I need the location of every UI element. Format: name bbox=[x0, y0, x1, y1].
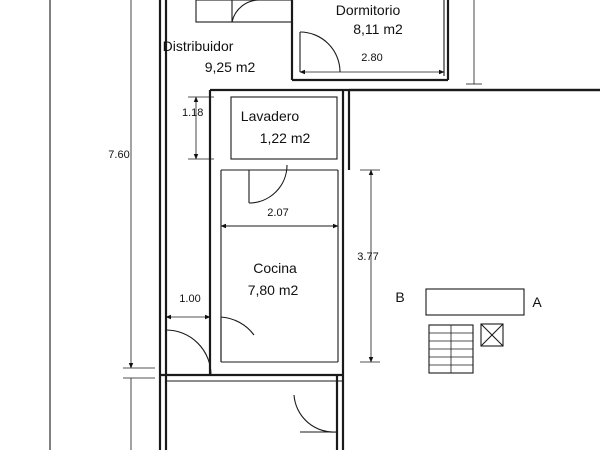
chimney-icon bbox=[480, 323, 504, 347]
legend-label-b: B bbox=[395, 289, 404, 305]
outer-walls bbox=[158, 0, 168, 450]
dim-lavadero-height-label: 1.18 bbox=[182, 107, 203, 119]
legend-bar: B A bbox=[395, 288, 542, 316]
dim-cocina-width-label: 2.07 bbox=[267, 207, 288, 219]
room-name-dormitorio: Dormitorio bbox=[336, 2, 401, 18]
dim-door-width-label: 1.00 bbox=[179, 293, 200, 305]
dim-total-height: 7.60 bbox=[108, 0, 155, 450]
room-area-lavadero: 1,22 m2 bbox=[260, 130, 311, 146]
lower-door bbox=[293, 394, 338, 433]
room-name-lavadero: Lavadero bbox=[241, 108, 300, 124]
service-walls bbox=[160, 88, 600, 377]
dim-cocina-width: 2.07 bbox=[220, 207, 339, 229]
room-name-cocina: Cocina bbox=[253, 260, 297, 276]
dormitorio-door bbox=[231, 0, 260, 23]
cocina-door bbox=[165, 316, 255, 376]
dim-dormitorio-width: 2.80 bbox=[299, 52, 445, 75]
dim-dormitorio-width-label: 2.80 bbox=[361, 52, 382, 64]
room-name-distribuidor: Distribuidor bbox=[163, 38, 234, 54]
room-area-distribuidor: 9,25 m2 bbox=[205, 59, 256, 75]
room-area-dormitorio: 8,11 m2 bbox=[353, 21, 403, 37]
dim-cocina-height: 3.77 bbox=[357, 169, 380, 363]
legend-label-a: A bbox=[532, 294, 542, 310]
dim-cocina-height-label: 3.77 bbox=[357, 251, 378, 263]
dim-door-width: 1.00 bbox=[165, 293, 211, 320]
dim-lavadero-height: 1.18 bbox=[182, 96, 214, 160]
dormitorio-walls bbox=[195, 0, 450, 82]
distribuidor-door bbox=[299, 31, 341, 73]
stairs-icon bbox=[428, 324, 474, 374]
dim-total-height-label: 7.60 bbox=[108, 149, 129, 161]
room-area-cocina: 7,80 m2 bbox=[248, 282, 299, 298]
lower-walls bbox=[166, 375, 345, 450]
lavadero-door bbox=[248, 164, 288, 204]
